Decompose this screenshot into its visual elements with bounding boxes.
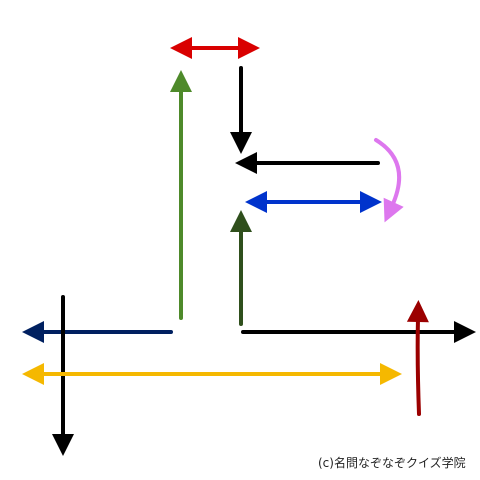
pink-curved-arrow	[374, 138, 404, 223]
dark-green-up-arrow-head	[230, 210, 252, 232]
green-up-arrow-head	[170, 70, 192, 92]
black-left-arrow	[235, 152, 380, 174]
yellow-double-arrow-head	[380, 363, 402, 385]
dark-green-up-arrow	[230, 210, 252, 326]
black-down-arrow	[230, 66, 252, 154]
green-up-arrow	[170, 70, 192, 320]
black-right-arrow	[241, 321, 476, 343]
navy-left-arrow-head	[22, 321, 44, 343]
blue-double-arrow-head	[360, 191, 382, 213]
black-long-down-arrow-head	[52, 434, 74, 456]
red-double-arrow-tail-head	[170, 37, 192, 59]
yellow-double-arrow-tail-head	[22, 363, 44, 385]
black-left-arrow-head	[235, 152, 257, 174]
blue-double-arrow	[245, 191, 382, 213]
black-long-down-arrow	[52, 295, 74, 456]
dark-red-up-arrow	[406, 300, 429, 416]
dark-red-up-arrow-shaft	[415, 316, 421, 416]
black-down-arrow-head	[230, 132, 252, 154]
red-double-arrow-head	[238, 37, 260, 59]
pink-curved-arrow-head	[383, 197, 404, 223]
copyright-credit: (c)名問なぞなぞクイズ学院	[318, 456, 466, 470]
pink-curved-arrow-shaft	[374, 138, 402, 208]
dark-red-up-arrow-head	[406, 300, 429, 323]
black-right-arrow-head	[454, 321, 476, 343]
yellow-double-arrow	[22, 363, 402, 385]
red-double-arrow	[170, 37, 260, 59]
blue-double-arrow-tail-head	[245, 191, 267, 213]
navy-left-arrow	[22, 321, 173, 343]
